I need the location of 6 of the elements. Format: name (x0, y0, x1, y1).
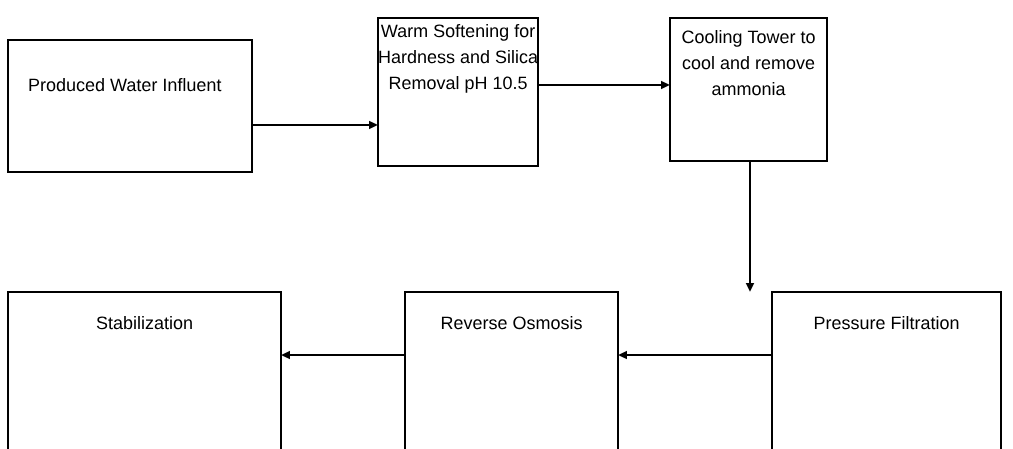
process-box: Cooling Tower to cool and remove ammonia (669, 17, 828, 162)
process-box: Pressure Filtration (771, 291, 1002, 449)
process-box: Reverse Osmosis (404, 291, 619, 449)
process-box: Warm Softening for Hardness and Silica Removal pH 10.5 (377, 17, 539, 167)
process-box: Produced Water Influent (7, 39, 253, 173)
process-box: Stabilization (7, 291, 282, 449)
